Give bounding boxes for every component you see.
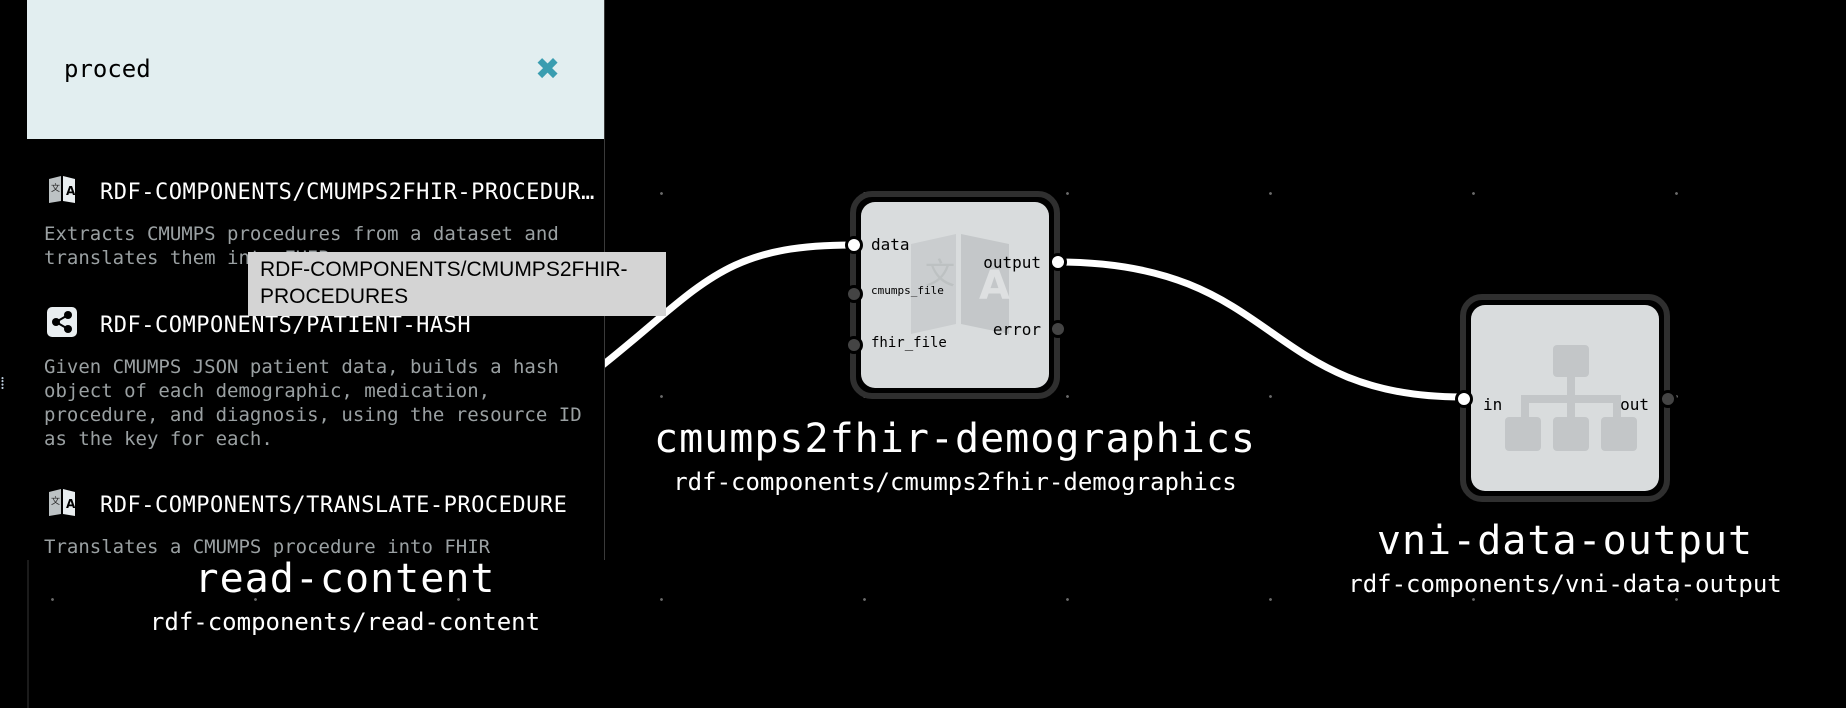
node-title-vni-output: vni-data-output: [1376, 518, 1754, 564]
port-out-out[interactable]: [1659, 390, 1677, 408]
port-label-fhir-file: fhir_file: [871, 335, 947, 351]
left-rail: ⁞: [0, 0, 29, 708]
search-box: ✖: [27, 0, 604, 139]
result-title: RDF-COMPONENTS/CMUMPS2FHIR-PROCEDURES: [100, 180, 595, 205]
node-body: A 文 data cmumps_file fhir_file output er…: [861, 202, 1049, 388]
node-vni-data-output[interactable]: in out: [1455, 294, 1677, 502]
port-label-data: data: [871, 235, 910, 254]
result-description: Given CMUMPS JSON patient data, builds a…: [44, 356, 582, 450]
port-in-cmumps-file[interactable]: [845, 285, 863, 303]
result-title: RDF-COMPONENTS/TRANSLATE-PROCEDURE: [100, 493, 568, 518]
port-label-cmumps-file: cmumps_file: [871, 284, 944, 297]
port-label-output: output: [983, 253, 1041, 272]
sitemap-icon: [1505, 345, 1637, 451]
node-title-read-content: read-content: [194, 556, 496, 602]
port-label-out: out: [1620, 395, 1649, 414]
search-result-item[interactable]: RDF-COMPONENTS/PATIENT-HASH Given CMUMPS…: [27, 305, 604, 455]
result-title: RDF-COMPONENTS/PATIENT-HASH: [100, 313, 472, 338]
translate-icon: A 文: [47, 487, 77, 517]
port-out-error[interactable]: [1049, 320, 1067, 338]
node-component-cmumps2fhir: rdf-components/cmumps2fhir-demographics: [673, 468, 1237, 496]
node-box[interactable]: A 文 data cmumps_file fhir_file output er…: [850, 191, 1060, 399]
result-description: Translates a CMUMPS procedure into FHIR: [44, 536, 491, 558]
translate-icon: A 文: [47, 174, 77, 204]
svg-text:A: A: [66, 497, 76, 511]
translate-icon: A 文: [911, 234, 1010, 334]
close-icon[interactable]: ✖: [535, 52, 561, 87]
node-component-vni-output: rdf-components/vni-data-output: [1348, 570, 1782, 598]
port-in-in[interactable]: [1455, 390, 1473, 408]
rail-handle-icon[interactable]: ⁞: [0, 373, 6, 394]
edge-cmumps2fhir-to-vni-output: [1056, 258, 1463, 401]
share-icon: [47, 307, 77, 337]
node-component-read-content: rdf-components/read-content: [149, 608, 541, 636]
node-title-cmumps2fhir: cmumps2fhir-demographics: [654, 416, 1256, 462]
port-in-data[interactable]: [845, 236, 863, 254]
node-box[interactable]: in out: [1460, 294, 1670, 502]
node-body: in out: [1471, 305, 1659, 491]
port-in-fhir-file[interactable]: [845, 336, 863, 354]
svg-text:文: 文: [51, 182, 60, 194]
port-label-error: error: [992, 320, 1041, 339]
search-result-item[interactable]: A 文 RDF-COMPONENTS/TRANSLATE-PROCEDURE T…: [27, 485, 604, 560]
port-label-in: in: [1483, 395, 1503, 414]
svg-text:文: 文: [51, 495, 60, 507]
port-out-output[interactable]: [1049, 253, 1067, 271]
svg-text:A: A: [979, 263, 1010, 309]
svg-text:文: 文: [925, 257, 955, 292]
tooltip: RDF-COMPONENTS/CMUMPS2FHIR-PROCEDURES: [248, 252, 666, 316]
node-cmumps2fhir-demographics[interactable]: A 文 data cmumps_file fhir_file output er…: [845, 191, 1067, 399]
search-input[interactable]: [62, 50, 506, 88]
svg-text:A: A: [66, 184, 76, 198]
